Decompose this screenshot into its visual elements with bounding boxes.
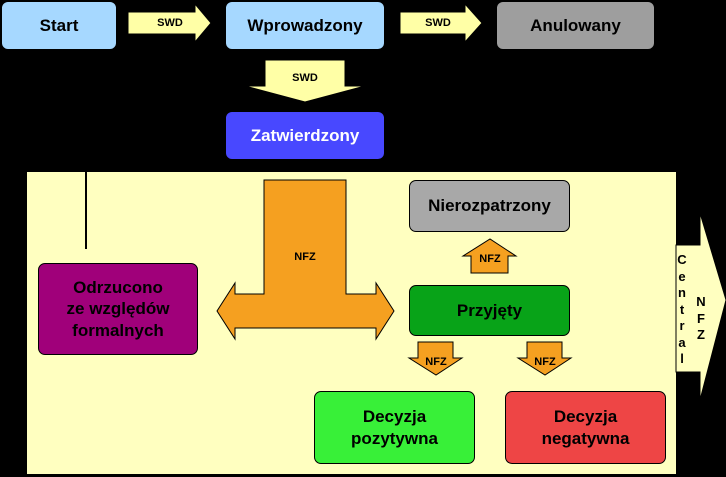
- node-wprowadzony[interactable]: Wprowadzony: [225, 1, 385, 50]
- node-nierozpatrzony-label: Nierozpatrzony: [428, 196, 551, 216]
- connector-line: [85, 171, 87, 249]
- vertical-letter: a: [678, 334, 686, 350]
- node-anulowany[interactable]: Anulowany: [496, 1, 655, 50]
- node-start[interactable]: Start: [1, 1, 117, 50]
- vertical-letter: l: [680, 351, 684, 366]
- label-start-to-wprowadzony: SWD: [157, 17, 183, 29]
- node-anulowany-label: Anulowany: [530, 15, 621, 35]
- arrow-przyjety-to-pozytywna: [407, 341, 464, 376]
- node-decyzja-pozytywna-label: Decyzja pozytywna: [351, 407, 438, 448]
- arrow-wprowadzony-to-anulowany: [399, 2, 483, 44]
- label-przyjety-to-nierozpatrzony: NFZ: [479, 253, 501, 265]
- arrow-wprowadzony-to-zatwierdzony: [244, 59, 366, 103]
- node-decyzja-negatywna[interactable]: Decyzja negatywna: [505, 391, 666, 464]
- node-przyjety-label: Przyjęty: [456, 300, 523, 320]
- arrow-przyjety-to-nierozpatrzony: [461, 238, 518, 274]
- vertical-letter: N: [696, 294, 706, 309]
- node-wprowadzony-label: Wprowadzony: [247, 15, 363, 35]
- vertical-letter: e: [678, 268, 686, 284]
- vertical-letter: C: [677, 252, 687, 267]
- node-zatwierdzony[interactable]: Zatwierdzony: [225, 111, 385, 160]
- arrow-zatwierdzony-branch: [216, 179, 395, 341]
- label-wprowadzony-to-anulowany: SWD: [425, 17, 451, 29]
- vertical-letter: a: [678, 367, 686, 383]
- vertical-letter: n: [678, 285, 686, 300]
- label-zatwierdzony-branch: NFZ: [294, 251, 316, 263]
- node-odrzucono-label: Odrzucono ze względów formalnych: [66, 278, 170, 340]
- node-przyjety[interactable]: Przyjęty: [409, 285, 570, 336]
- node-odrzucono[interactable]: Odrzucono ze względów formalnych: [38, 263, 198, 355]
- label-przyjety-to-pozytywna: NFZ: [425, 356, 447, 368]
- node-nierozpatrzony[interactable]: Nierozpatrzony: [409, 180, 570, 232]
- vertical-letter: Z: [697, 327, 705, 342]
- vertical-letter: F: [697, 310, 705, 326]
- arrow-przyjety-to-negatywna: [516, 341, 573, 376]
- vertical-letter: r: [679, 318, 685, 333]
- vertical-letter: t: [679, 301, 685, 317]
- node-decyzja-negatywna-label: Decyzja negatywna: [541, 407, 630, 448]
- node-decyzja-pozytywna[interactable]: Decyzja pozytywna: [314, 391, 475, 464]
- arrow-centrala-nfz: [675, 212, 726, 401]
- arrow-start-to-wprowadzony: [127, 2, 212, 44]
- label-wprowadzony-to-zatwierdzony: SWD: [292, 72, 318, 84]
- label-przyjety-to-negatywna: NFZ: [534, 356, 556, 368]
- node-zatwierdzony-label: Zatwierdzony: [250, 125, 360, 145]
- node-start-label: Start: [39, 15, 79, 35]
